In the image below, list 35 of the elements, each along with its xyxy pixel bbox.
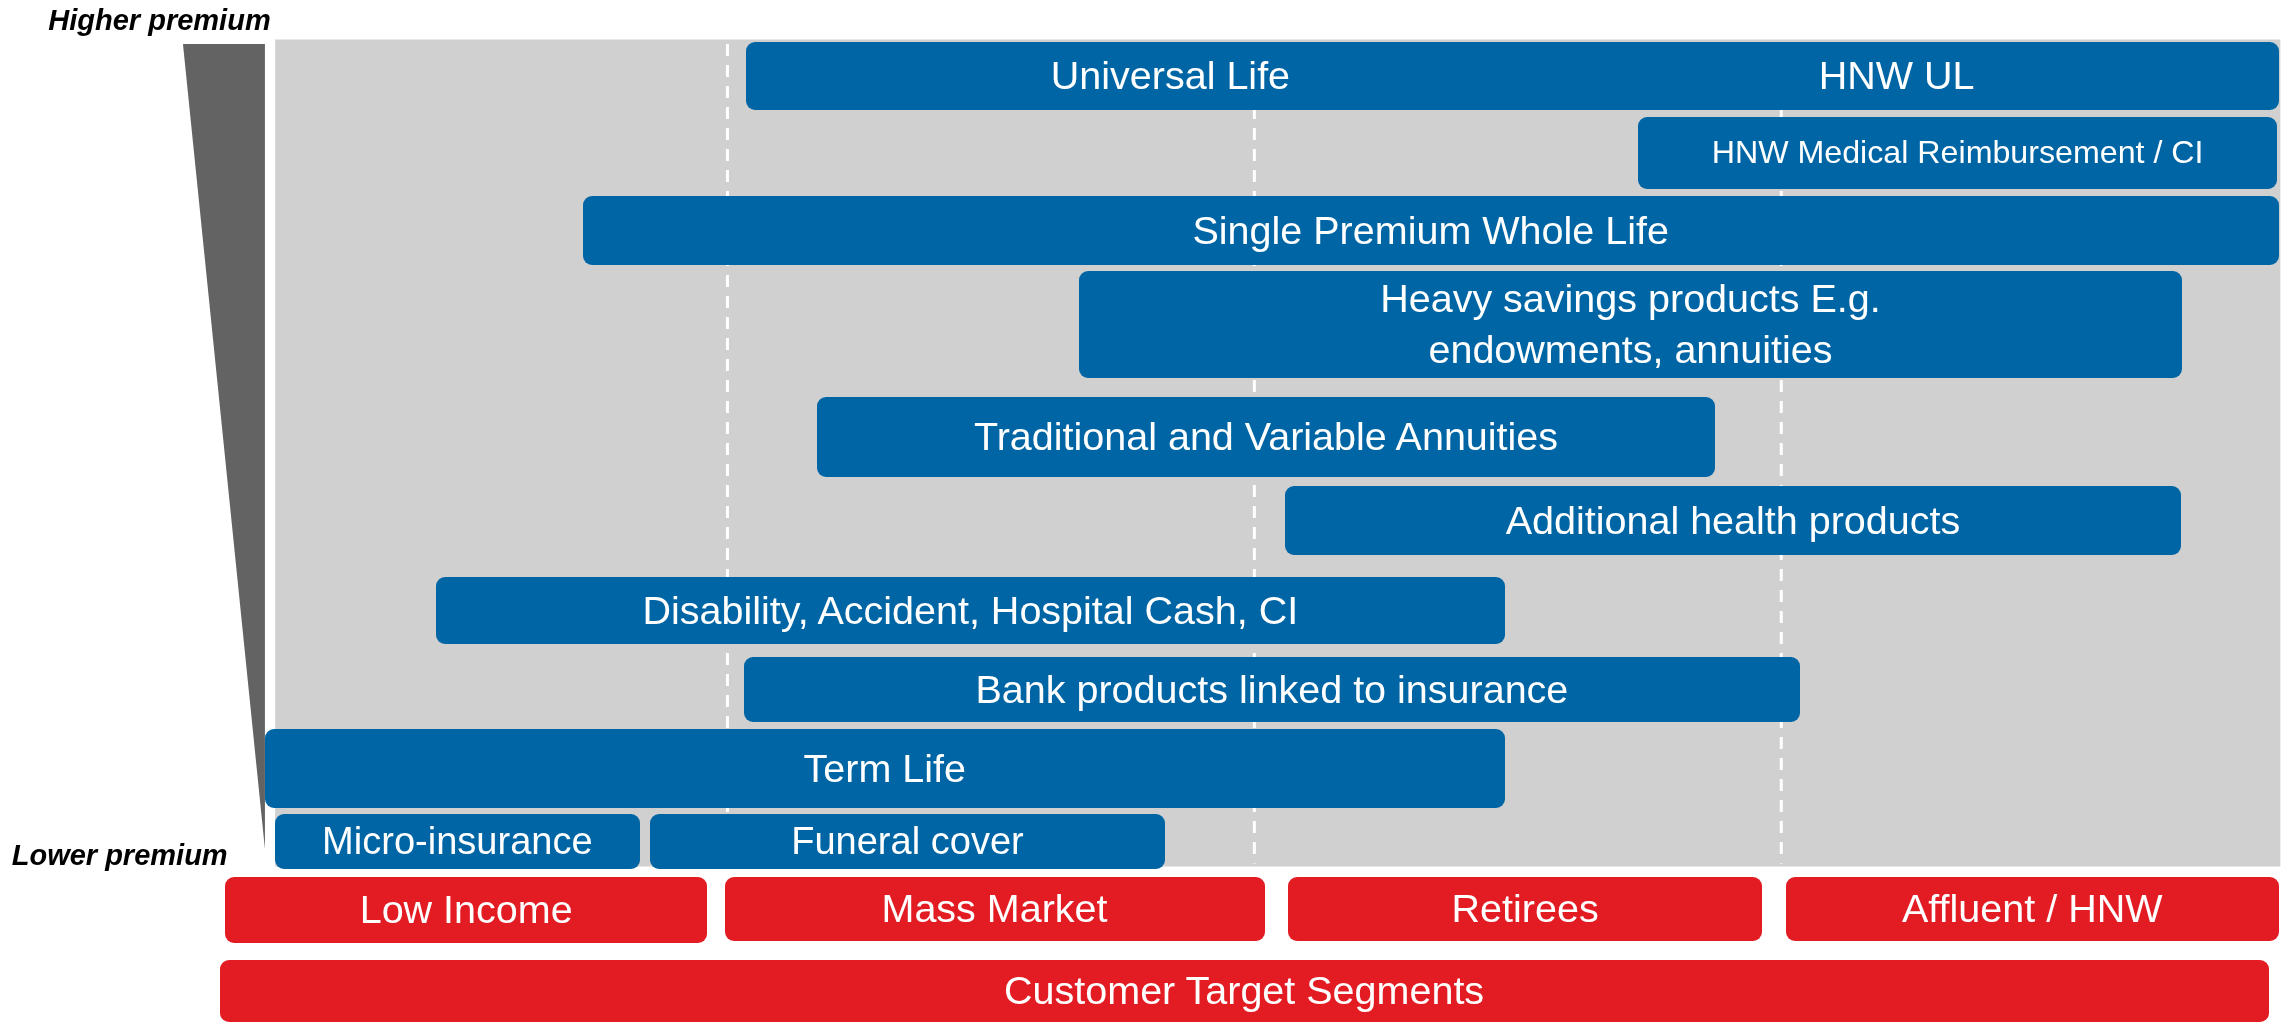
bar-label: Heavy savings products E.g. endowments, annuities <box>1379 274 1882 374</box>
bar-label: Additional health products <box>1505 496 1961 544</box>
bar-label: Micro-insurance <box>322 818 593 864</box>
bar-label: Funeral cover <box>791 818 1024 864</box>
segment-bar <box>724 876 1265 942</box>
segment-bar <box>225 876 707 943</box>
bar-label: Affluent / HNW <box>1902 885 2163 933</box>
segment-bar <box>219 960 2269 1022</box>
product-bar <box>264 728 1505 808</box>
bar-label: Term Life <box>803 744 966 792</box>
bar-label: Disability, Accident, Hospital Cash, CI <box>642 586 1299 634</box>
bar-label: Retirees <box>1451 885 1599 933</box>
product-bar <box>816 396 1716 478</box>
product-bar <box>1285 485 2181 555</box>
axis-label: Higher premium <box>48 4 271 38</box>
product-bar <box>1078 270 2183 378</box>
axis-label: Lower premium <box>11 838 228 872</box>
bar-label: Low Income <box>359 885 573 933</box>
bar-label: HNW UL <box>1818 52 1975 100</box>
product-bar <box>743 657 1801 722</box>
product-bar <box>582 196 2279 265</box>
bar-label: HNW Medical Reimbursement / CI <box>1711 133 2204 172</box>
bar-label: Single Premium Whole Life <box>1192 206 1669 254</box>
bar-label: Customer Target Segments <box>1004 967 1485 1015</box>
segment-bar <box>1785 876 2279 942</box>
product-bar <box>1637 117 2278 189</box>
bar-label: Mass Market <box>881 885 1108 933</box>
product-bar <box>746 42 2279 110</box>
product-bar <box>649 813 1166 870</box>
segment-bar <box>1288 876 1763 942</box>
bar-label: Bank products linked to insurance <box>975 665 1569 713</box>
bar-label: Traditional and Variable Annuities <box>974 413 1559 461</box>
product-bar <box>436 576 1505 644</box>
bar-label: Universal Life <box>1050 52 1291 100</box>
product-bar <box>275 813 640 870</box>
